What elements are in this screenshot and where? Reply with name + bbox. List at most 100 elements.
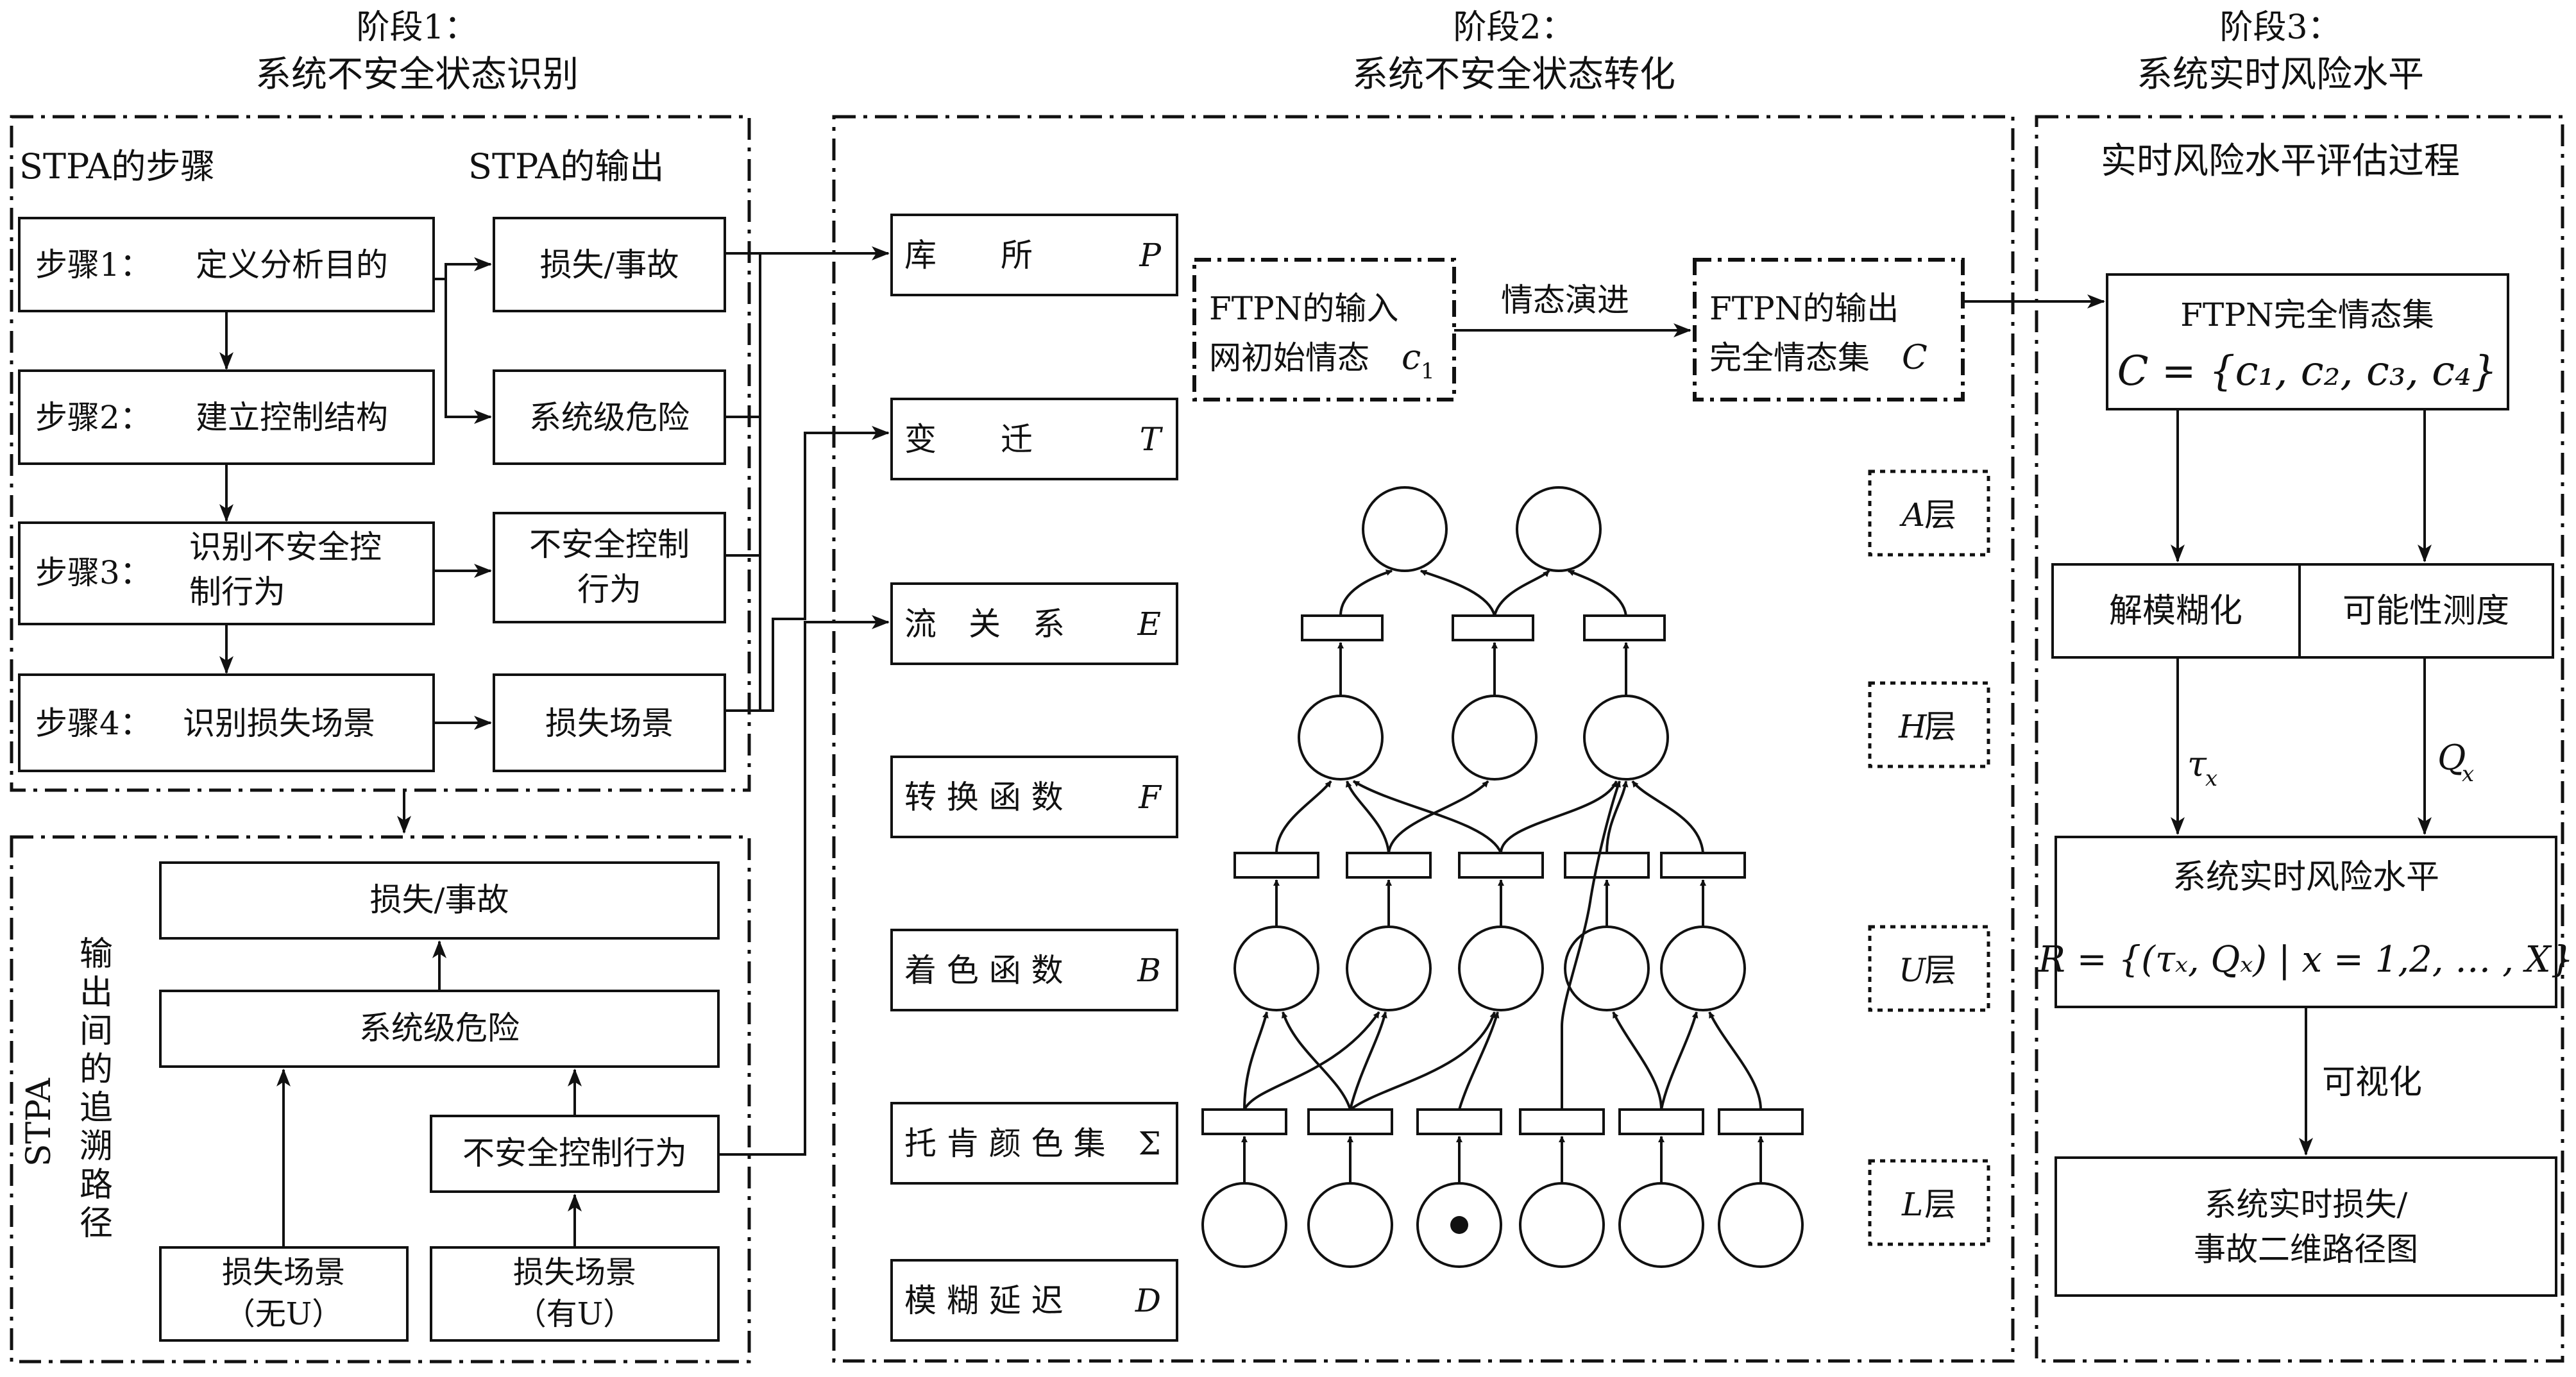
element-flow-sym: E xyxy=(1137,605,1162,643)
arrow-step1-output-loss xyxy=(434,257,492,280)
q-label: Q x xyxy=(2437,738,2474,787)
element-transfer-sym: F xyxy=(1138,779,1162,816)
step-3-box: 步骤3： 识别不安全控 制行为 xyxy=(18,521,435,625)
arcs-l xyxy=(1241,1136,1764,1183)
element-transition: 变 迁 T xyxy=(890,398,1178,480)
evolution-label: 情态演进 xyxy=(1501,282,1629,319)
trace-scenario-b-line1: 损失场景 xyxy=(513,1255,636,1290)
element-delay-name: 模 糊 延 迟 xyxy=(904,1282,1063,1319)
place-l4 xyxy=(1519,1182,1605,1268)
trace-scenario-a-line1: 损失场景 xyxy=(222,1255,345,1290)
output-uca-text-line2: 行为 xyxy=(577,571,641,608)
step-2-box: 步骤2： 建立控制结构 xyxy=(18,369,435,465)
output-scenario-box: 损失场景 xyxy=(493,673,726,772)
risk-box: 系统实时风险水平 R = {(τₓ, Qₓ) | x = 1,2, … , X} xyxy=(2038,836,2573,1008)
element-token-name: 托 肯 颜 色 集 xyxy=(904,1125,1106,1162)
element-color-fn: 着 色 函 数 B xyxy=(890,929,1178,1011)
stage3-title-line2: 系统实时风险水平 xyxy=(2137,54,2424,96)
tau-sub: x xyxy=(2205,766,2217,791)
stage1-trace-frame xyxy=(10,835,751,1364)
q-sub: x xyxy=(2462,761,2474,787)
element-fuzzy-delay: 模 糊 延 迟 D xyxy=(890,1259,1178,1342)
step-4-box: 步骤4： 识别损失场景 xyxy=(18,673,435,772)
place-a2 xyxy=(1516,486,1602,572)
stage3-title-line1: 阶段3： xyxy=(2219,8,2341,47)
transition-l2 xyxy=(1307,1108,1393,1135)
stage1-title-line2: 系统不安全状态识别 xyxy=(255,54,579,96)
trace-scenario-b-line2: （有U） xyxy=(516,1296,634,1332)
layer-u-label: U 层 xyxy=(1868,925,1990,1012)
connector-uca xyxy=(725,417,761,557)
layer-a-suffix: 层 xyxy=(1924,496,1956,534)
final-box: 系统实时损失/ 事故二维路径图 xyxy=(2055,1156,2557,1297)
trace-scenario-a-line2: （无U） xyxy=(225,1296,343,1332)
final-line2: 事故二维路径图 xyxy=(2194,1231,2418,1268)
transition-h2 xyxy=(1346,852,1432,879)
ftpn-output-line1: FTPN的输出 xyxy=(1709,290,1899,327)
arrow-trace-to-flow xyxy=(718,615,890,1156)
output-uca-box: 不安全控制 行为 xyxy=(493,512,726,623)
trace-char-4: 的 xyxy=(80,1051,113,1089)
element-place: 库 所 P xyxy=(890,214,1178,296)
layer-h-sym: H xyxy=(1898,708,1928,745)
step-3-label: 步骤3： xyxy=(35,554,152,591)
step-3-text-line1: 识别不安全控 xyxy=(189,528,382,566)
complete-set-box: FTPN完全情态集 C = {c₁, c₂, c₃, c₄} xyxy=(2106,273,2509,410)
transition-h3 xyxy=(1458,852,1544,879)
arcs-ht-to-h xyxy=(1275,780,1704,854)
step-2-text: 建立控制结构 xyxy=(196,399,388,436)
place-u2 xyxy=(1346,925,1432,1011)
element-flow: 流 关 系 E xyxy=(890,582,1178,665)
element-transfer-fn: 转 换 函 数 F xyxy=(890,756,1178,838)
trace-char-7: 路 xyxy=(80,1166,113,1204)
token-dot xyxy=(1450,1216,1468,1234)
step-1-label: 步骤1： xyxy=(35,246,152,283)
step-2-label: 步骤2： xyxy=(35,399,152,436)
defuzz-box: 解模糊化 xyxy=(2051,563,2301,659)
stage2-title: 阶段2： 系统不安全状态转化 xyxy=(1352,8,1675,96)
stage3-header: 实时风险水平评估过程 xyxy=(2101,140,2460,182)
step-1-text: 定义分析目的 xyxy=(196,246,388,283)
place-u5 xyxy=(1660,925,1746,1011)
output-hazard-text: 系统级危险 xyxy=(529,399,690,436)
element-transfer-name: 转 换 函 数 xyxy=(904,779,1063,816)
layer-l-suffix: 层 xyxy=(1924,1186,1956,1223)
element-token-sym: Σ xyxy=(1139,1125,1161,1162)
tau-sym: τ xyxy=(2187,744,2207,784)
place-u4 xyxy=(1564,925,1650,1011)
arcs-u-to-ht xyxy=(1273,879,1706,927)
step-4-text: 识别损失场景 xyxy=(183,705,375,742)
possibility-text: 可能性测度 xyxy=(2343,592,2509,630)
transition-h4 xyxy=(1564,852,1650,879)
arrow-step1-output-hazard xyxy=(445,279,492,424)
output-hazard-box: 系统级危险 xyxy=(493,369,726,465)
trace-char-8: 径 xyxy=(80,1204,113,1243)
step-4-label: 步骤4： xyxy=(35,705,152,742)
transition-a3 xyxy=(1583,614,1666,641)
stage3-title: 阶段3： 系统实时风险水平 xyxy=(2137,8,2424,96)
ftpn-output-sym: C xyxy=(1902,339,1928,377)
layer-a-sym: A xyxy=(1899,496,1925,534)
transition-a1 xyxy=(1301,614,1384,641)
element-color-sym: B xyxy=(1137,952,1161,989)
trace-loss-text: 损失/事故 xyxy=(370,881,509,918)
step-1-box: 步骤1： 定义分析目的 xyxy=(18,217,435,312)
defuzz-text: 解模糊化 xyxy=(2109,592,2242,630)
place-l5 xyxy=(1618,1182,1704,1268)
transition-l3 xyxy=(1416,1108,1502,1135)
transition-l4 xyxy=(1519,1108,1605,1135)
element-flow-name: 流 关 系 xyxy=(904,605,1065,643)
transition-h1 xyxy=(1233,852,1319,879)
transition-l6 xyxy=(1718,1108,1804,1135)
element-delay-sym: D xyxy=(1135,1282,1161,1319)
transition-h5 xyxy=(1660,852,1746,879)
trace-char-3: 间 xyxy=(80,1012,113,1051)
visualize-label: 可视化 xyxy=(2322,1063,2422,1102)
output-loss-box: 损失/事故 xyxy=(493,217,726,312)
stpa-steps-header: STPA的步骤 xyxy=(19,146,215,187)
stage1-title: 阶段1： 系统不安全状态识别 xyxy=(255,8,579,96)
stage2-title-line2: 系统不安全状态转化 xyxy=(1352,54,1675,96)
element-color-name: 着 色 函 数 xyxy=(904,952,1063,989)
element-transition-name: 变 迁 xyxy=(904,421,1033,458)
risk-title: 系统实时风险水平 xyxy=(2173,858,2439,897)
